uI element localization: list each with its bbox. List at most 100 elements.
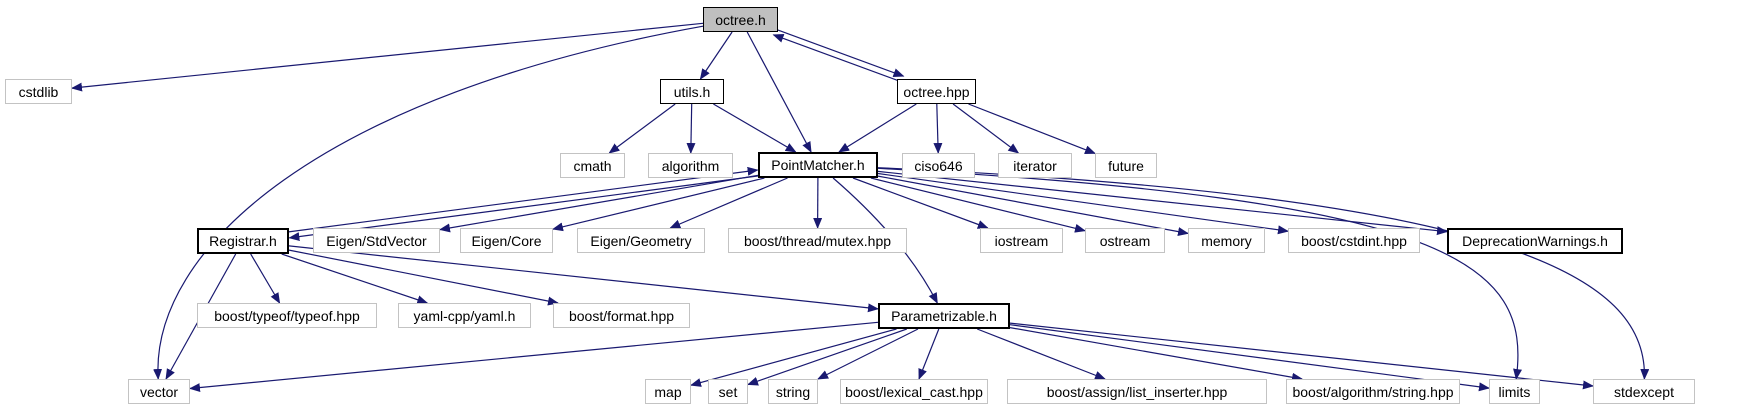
graph-node-label: ostream: [1099, 232, 1151, 249]
graph-node-utils-h[interactable]: utils.h: [660, 79, 724, 104]
edge-octree_h-to-vector: [153, 25, 704, 380]
edge-parametrizable_h-to-lexical_cast: [918, 328, 940, 380]
graph-node-cstdint[interactable]: boost/cstdint.hpp: [1288, 228, 1420, 253]
graph-node-label: boost/algorithm/string.hpp: [1292, 383, 1454, 400]
graph-node-label: octree.hpp: [903, 83, 970, 100]
edge-parametrizable_h-to-map: [690, 328, 897, 387]
edge-pointmatcher_h-to-cstdint: [877, 172, 1289, 235]
graph-node-label: Eigen/Core: [471, 232, 542, 249]
edge-pointmatcher_h-to-eigen_stdvector: [439, 174, 759, 233]
graph-node-label: vector: [139, 383, 179, 400]
edge-pointmatcher_h-to-eigen_core: [552, 177, 765, 232]
graph-node-format[interactable]: boost/format.hpp: [553, 303, 690, 328]
graph-node-vector[interactable]: vector: [128, 379, 190, 404]
graph-node-label: yaml-cpp/yaml.h: [413, 307, 516, 324]
graph-node-label: future: [1108, 157, 1144, 174]
graph-node-iterator[interactable]: iterator: [998, 153, 1072, 178]
edge-octree_h-to-pointmatcher_h: [746, 31, 812, 153]
graph-node-pointmatcher-h[interactable]: PointMatcher.h: [758, 152, 878, 178]
graph-node-label: Parametrizable.h: [891, 308, 997, 324]
edge-octree_hpp-to-pointmatcher_h: [838, 103, 917, 153]
graph-node-label: memory: [1201, 232, 1252, 249]
graph-node-label: octree.h: [715, 11, 766, 28]
edge-parametrizable_h-to-string: [817, 328, 919, 380]
edge-parametrizable_h-to-limits: [1009, 324, 1490, 392]
edge-pointmatcher_h-to-iostream: [852, 177, 989, 229]
graph-node-map[interactable]: map: [645, 379, 691, 404]
graph-node-label: cstdlib: [18, 83, 59, 100]
graph-node-label: ciso646: [914, 157, 963, 174]
graph-node-label: cmath: [573, 157, 612, 174]
graph-node-label: algorithm: [661, 157, 720, 174]
graph-node-string[interactable]: string: [768, 379, 818, 404]
edge-parametrizable_h-to-stdexcept: [1009, 322, 1594, 390]
graph-node-deprecationwarnings-h[interactable]: DeprecationWarnings.h: [1447, 228, 1623, 254]
edge-parametrizable_h-to-vector: [189, 321, 879, 393]
edge-registrar_h-to-yaml: [281, 253, 429, 305]
graph-node-label: Registrar.h: [209, 233, 277, 249]
edge-octree_hpp-to-future: [968, 103, 1096, 154]
edge-utils_h-to-algorithm: [686, 103, 696, 154]
graph-node-octree-h[interactable]: octree.h: [703, 7, 778, 32]
graph-node-octree-hpp[interactable]: octree.hpp: [897, 79, 976, 104]
graph-node-ostream[interactable]: ostream: [1085, 228, 1165, 253]
edge-registrar_h-to-parametrizable_h: [288, 245, 879, 313]
graph-node-label: map: [654, 383, 682, 400]
graph-node-label: string: [775, 383, 811, 400]
graph-node-label: stdexcept: [1614, 383, 1674, 400]
edge-pointmatcher_h-to-stdexcept: [877, 167, 1650, 380]
graph-node-label: iostream: [994, 232, 1049, 249]
graph-node-limits[interactable]: limits: [1489, 379, 1540, 404]
edge-octree_h-to-utils_h: [699, 31, 733, 80]
graph-node-cstdlib[interactable]: cstdlib: [5, 79, 72, 104]
graph-node-algorithm[interactable]: algorithm: [648, 153, 733, 178]
graph-node-yaml[interactable]: yaml-cpp/yaml.h: [398, 303, 531, 328]
edge-utils_h-to-pointmatcher_h: [713, 103, 797, 153]
edge-pointmatcher_h-to-limits: [877, 167, 1522, 380]
graph-node-future[interactable]: future: [1095, 153, 1157, 178]
edge-octree_hpp-to-ciso646: [933, 103, 943, 154]
graph-node-iostream[interactable]: iostream: [980, 228, 1063, 253]
edge-octree_h-to-octree_hpp: [775, 28, 905, 77]
graph-node-label: limits: [1498, 383, 1531, 400]
edge-parametrizable_h-to-set: [747, 328, 907, 386]
graph-node-set[interactable]: set: [708, 379, 748, 404]
graph-node-label: utils.h: [673, 83, 711, 100]
graph-node-label: boost/format.hpp: [568, 307, 675, 324]
graph-node-label: boost/lexical_cast.hpp: [845, 383, 983, 400]
graph-node-label: boost/thread/mutex.hpp: [743, 232, 892, 249]
graph-node-eigen-stdvector[interactable]: Eigen/StdVector: [313, 228, 440, 253]
graph-node-typeof[interactable]: boost/typeof/typeof.hpp: [197, 303, 377, 328]
graph-node-algo-string[interactable]: boost/algorithm/string.hpp: [1286, 379, 1460, 404]
graph-node-eigen-core[interactable]: Eigen/Core: [460, 228, 553, 253]
edge-pointmatcher_h-to-deprecationwarnings_h: [877, 170, 1448, 236]
graph-node-ciso646[interactable]: ciso646: [902, 153, 975, 178]
graph-node-cmath[interactable]: cmath: [560, 153, 625, 178]
graph-node-stdexcept[interactable]: stdexcept: [1593, 379, 1695, 404]
graph-node-label: Eigen/Geometry: [590, 232, 692, 249]
graph-node-label: boost/cstdint.hpp: [1301, 232, 1407, 249]
graph-node-list-inserter[interactable]: boost/assign/list_inserter.hpp: [1007, 379, 1267, 404]
graph-node-mutex[interactable]: boost/thread/mutex.hpp: [728, 228, 907, 253]
graph-node-label: set: [718, 383, 738, 400]
edge-octree_h-to-cstdlib: [71, 22, 704, 92]
edge-utils_h-to-cmath: [608, 103, 676, 154]
edge-registrar_h-to-format: [288, 249, 559, 306]
graph-node-registrar-h[interactable]: Registrar.h: [197, 228, 289, 254]
edge-octree_hpp-to-octree_h: [772, 34, 902, 83]
graph-node-label: DeprecationWarnings.h: [1462, 233, 1608, 249]
graph-node-label: PointMatcher.h: [771, 157, 865, 173]
graph-node-parametrizable-h[interactable]: Parametrizable.h: [878, 303, 1010, 329]
edge-pointmatcher_h-to-ostream: [870, 177, 1086, 233]
edge-registrar_h-to-typeof: [250, 253, 281, 304]
graph-node-lexical-cast[interactable]: boost/lexical_cast.hpp: [840, 379, 988, 404]
graph-node-label: Eigen/StdVector: [326, 232, 427, 249]
edge-registrar_h-to-pointmatcher_h: [288, 166, 759, 233]
edge-parametrizable_h-to-algo_string: [1009, 327, 1303, 382]
edge-octree_hpp-to-iterator: [952, 103, 1020, 154]
graph-node-label: iterator: [1013, 157, 1057, 174]
edge-pointmatcher_h-to-eigen_geometry: [669, 177, 788, 229]
graph-node-memory[interactable]: memory: [1188, 228, 1265, 253]
graph-node-eigen-geometry[interactable]: Eigen/Geometry: [577, 228, 705, 253]
edge-pointmatcher_h-to-registrar_h: [288, 175, 759, 242]
